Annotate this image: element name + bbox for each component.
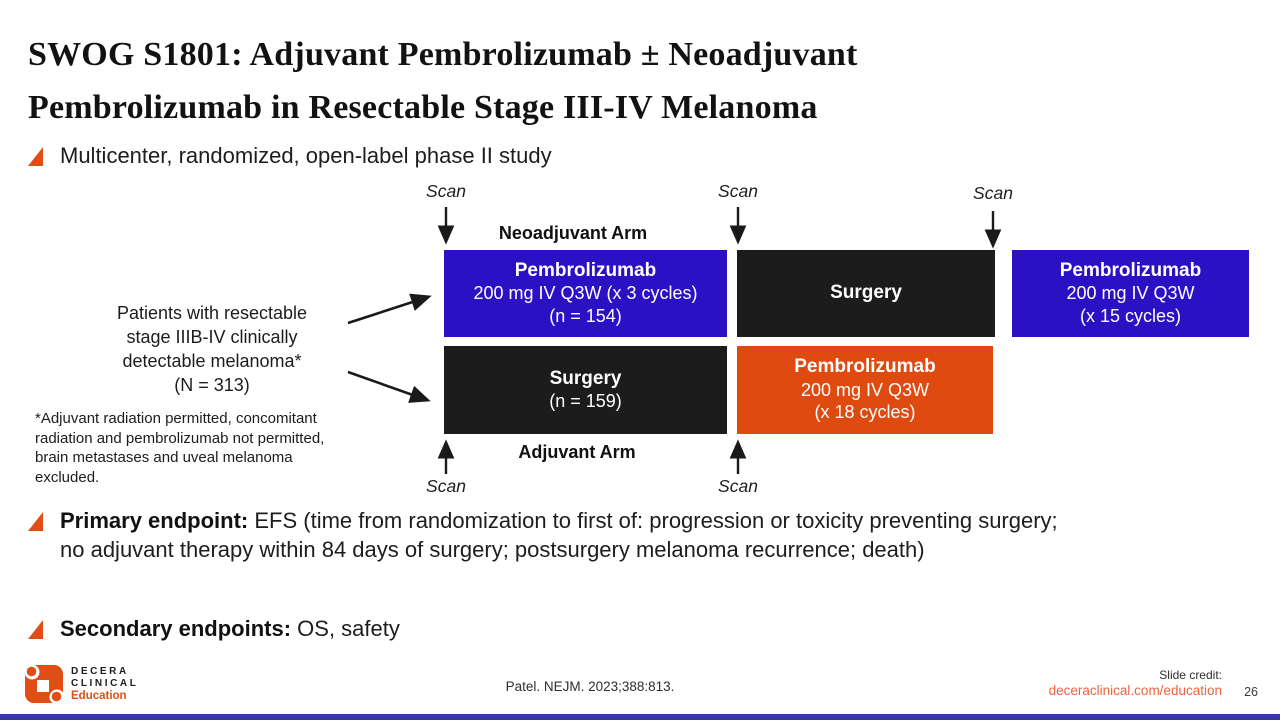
adjuvant-surgery-box: Surgery (n = 159) bbox=[444, 346, 727, 434]
population-line: detectable melanoma* bbox=[122, 351, 302, 371]
footnote-text: *Adjuvant radiation permitted, concomita… bbox=[35, 410, 325, 486]
logo-line3: Education bbox=[71, 690, 127, 702]
population-line: stage IIIB-IV clinically bbox=[126, 327, 298, 347]
secondary-endpoints-body: OS, safety bbox=[291, 616, 400, 641]
study-design-text: Multicenter, randomized, open-label phas… bbox=[60, 143, 552, 168]
neoadjuvant-pembrolizumab-box: Pembrolizumab 200 mg IV Q3W (x 3 cycles)… bbox=[444, 250, 727, 337]
adjuvant-arm-label: Adjuvant Arm bbox=[518, 442, 636, 462]
bottom-accent-bar bbox=[0, 714, 1280, 720]
box-title: Surgery bbox=[830, 282, 902, 304]
adjuvant-pembrolizumab-box: Pembrolizumab 200 mg IV Q3W (x 18 cycles… bbox=[737, 346, 993, 434]
primary-endpoint-body: EFS (time from randomization to first of… bbox=[60, 508, 1058, 562]
slide-credit-link[interactable]: deceraclinical.com/education bbox=[1048, 683, 1222, 698]
box-n: (n = 159) bbox=[549, 391, 622, 411]
box-title: Pembrolizumab bbox=[794, 356, 936, 378]
decera-logo: DECERA CLINICAL Education bbox=[25, 665, 138, 703]
box-title: Pembrolizumab bbox=[514, 259, 657, 281]
decera-logo-text: DECERA CLINICAL Education bbox=[71, 665, 138, 703]
scan-label-top-2: Scan bbox=[718, 181, 758, 201]
population-line: Patients with resectable bbox=[116, 303, 308, 323]
primary-endpoint-label: Primary endpoint: bbox=[60, 508, 249, 533]
slide-credit: Slide credit: deceraclinical.com/educati… bbox=[1049, 668, 1222, 698]
slide-title-line2: Pembrolizumab in Resectable Stage III-IV… bbox=[28, 89, 818, 126]
patient-population-text: Patients with resectable stage IIIB-IV c… bbox=[82, 301, 342, 397]
box-dose: 200 mg IV Q3W (x 3 cycles) bbox=[473, 283, 698, 304]
box-cycles: (x 15 cycles) bbox=[1079, 305, 1182, 326]
randomization-arrow-top bbox=[347, 293, 432, 325]
randomization-arrow-bottom bbox=[347, 370, 431, 403]
logo-line2: CLINICAL bbox=[71, 677, 139, 689]
slide-title: SWOG S1801: Adjuvant Pembrolizumab ± Neo… bbox=[28, 28, 1148, 134]
postsurgery-pembrolizumab-box: Pembrolizumab 200 mg IV Q3W (x 15 cycles… bbox=[1012, 250, 1249, 337]
bullet-marker bbox=[28, 620, 43, 639]
bullet-marker bbox=[28, 512, 43, 531]
bullet-marker bbox=[28, 147, 43, 166]
secondary-endpoints-text: Secondary endpoints: OS, safety bbox=[60, 614, 960, 643]
slide-credit-label: Slide credit: bbox=[1159, 668, 1222, 682]
scan-label-top-3: Scan bbox=[973, 183, 1013, 203]
neoadjuvant-surgery-box: Surgery bbox=[737, 250, 995, 337]
population-n: (N = 313) bbox=[174, 375, 250, 395]
box-dose: 200 mg IV Q3W bbox=[1066, 283, 1195, 304]
box-title: Pembrolizumab bbox=[1059, 259, 1202, 281]
neoadjuvant-arm-label: Neoadjuvant Arm bbox=[498, 223, 648, 243]
logo-line1: DECERA bbox=[71, 666, 129, 677]
page-number: 26 bbox=[1244, 685, 1258, 699]
reference-citation: Patel. NEJM. 2023;388:813. bbox=[505, 679, 675, 694]
box-dose: 200 mg IV Q3W bbox=[800, 379, 930, 400]
scan-label-bottom-1: Scan bbox=[426, 476, 466, 496]
scan-label-top-1: Scan bbox=[426, 181, 466, 201]
slide-title-line1: SWOG S1801: Adjuvant Pembrolizumab ± Neo… bbox=[28, 36, 858, 73]
box-n: (n = 154) bbox=[549, 305, 622, 326]
box-cycles: (x 18 cycles) bbox=[814, 402, 916, 423]
primary-endpoint-text: Primary endpoint: EFS (time from randomi… bbox=[60, 506, 1065, 564]
scan-label-bottom-2: Scan bbox=[718, 476, 758, 496]
decera-logo-icon bbox=[25, 665, 63, 703]
secondary-endpoints-label: Secondary endpoints: bbox=[60, 616, 292, 641]
box-title: Surgery bbox=[549, 367, 622, 389]
